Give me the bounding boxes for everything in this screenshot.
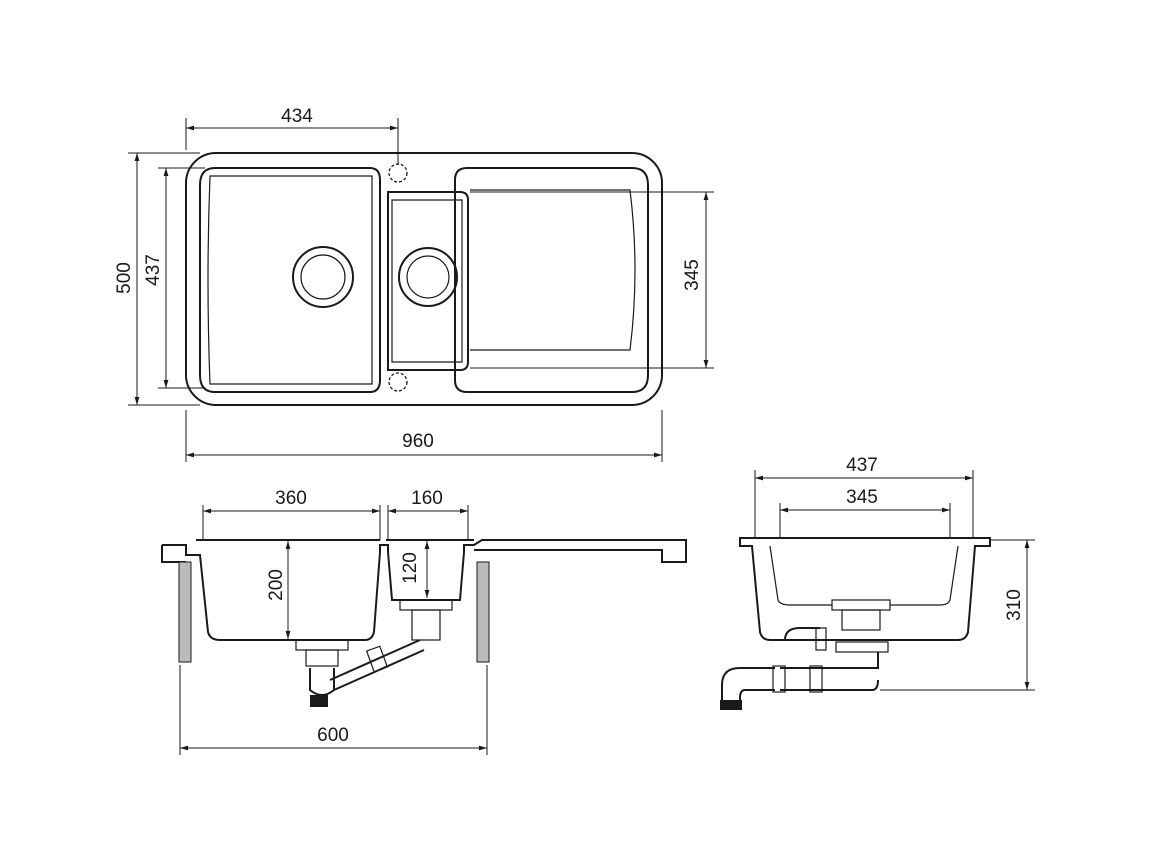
- outlet-elbow: [721, 667, 775, 700]
- outlet-pipe: [310, 695, 328, 707]
- side-section-view: 437 345 310: [720, 455, 1035, 710]
- rim-lines: [161, 539, 474, 563]
- tap-hole-icon: [388, 163, 408, 183]
- top-view: 434 500 437 345 960: [114, 106, 714, 462]
- dim-label-437-side: 437: [846, 455, 878, 476]
- trap: [309, 668, 335, 696]
- cabinet-wall-left: [178, 561, 192, 663]
- cabinet-wall-right: [476, 561, 490, 663]
- small-drain-body: [411, 609, 441, 641]
- side-drain-fitting: [831, 599, 891, 611]
- dim-label-600: 600: [317, 725, 349, 746]
- dim-label-160: 160: [411, 488, 443, 509]
- front-section-view: 360 160 200 120 600: [161, 488, 687, 755]
- side-overflow-fitting: [835, 641, 889, 653]
- pipe-coupling: [772, 665, 786, 693]
- sink-outline: [185, 152, 663, 406]
- dim-label-500: 500: [114, 262, 135, 294]
- dim-label-345: 345: [682, 259, 703, 291]
- drainer-outline: [454, 167, 649, 393]
- main-drain-fitting: [295, 639, 349, 651]
- dim-label-120: 120: [400, 552, 421, 584]
- main-drain-inner: [300, 254, 346, 300]
- small-drain-fitting: [399, 599, 453, 611]
- small-drain-inner: [406, 255, 450, 299]
- outlet-pipe: [720, 700, 742, 710]
- tap-hole-icon: [388, 372, 408, 392]
- side-profile-outer: [739, 537, 991, 641]
- side-pipes: [780, 627, 879, 691]
- main-drain-body: [305, 649, 339, 667]
- pipe-coupling: [815, 627, 827, 651]
- dim-label-434: 434: [281, 106, 313, 127]
- dim-label-310: 310: [1004, 589, 1025, 621]
- dim-label-960: 960: [402, 431, 434, 452]
- pipe-coupling: [809, 665, 823, 693]
- pipe-coupling: [365, 645, 389, 673]
- dim-label-345-side: 345: [846, 487, 878, 508]
- dim-label-437: 437: [143, 254, 164, 286]
- main-drain-icon: [292, 246, 354, 308]
- drainer-groove: [470, 189, 636, 351]
- side-profile-inner: [769, 545, 959, 606]
- main-bowl-outline: [199, 167, 381, 393]
- side-drain-body: [841, 609, 881, 631]
- main-bowl-inner: [207, 175, 373, 385]
- sink-section-profile: [162, 539, 687, 641]
- small-bowl-inner: [391, 199, 463, 363]
- small-bowl-outline: [387, 191, 469, 371]
- dim-label-360: 360: [275, 488, 307, 509]
- small-drain-icon: [398, 247, 458, 307]
- dim-label-200: 200: [266, 569, 287, 601]
